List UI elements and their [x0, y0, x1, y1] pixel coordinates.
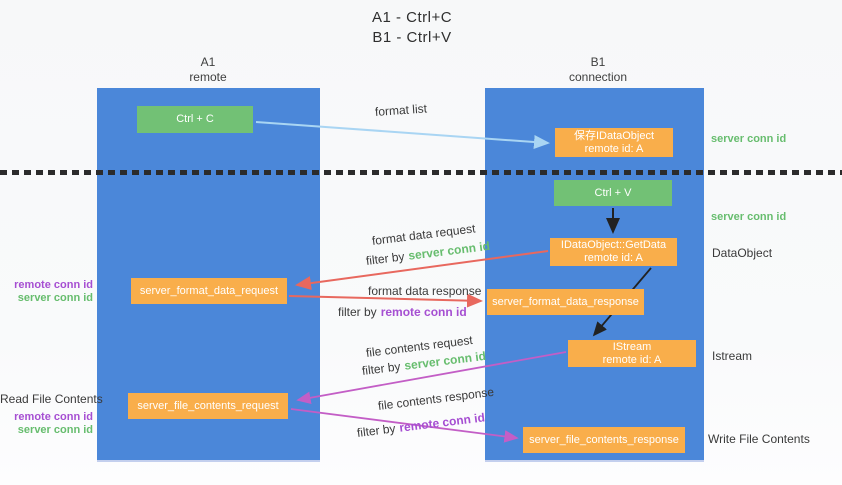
node-server-file-contents-response: server_file_contents_response: [523, 427, 685, 453]
node-save-idataobject: 保存IDataObject remote id: A: [555, 128, 673, 157]
node-server-file-contents-request: server_file_contents_request: [128, 393, 288, 419]
node-save-idataobject-line1: 保存IDataObject: [573, 129, 655, 142]
remote-conn-id-text: remote conn id: [398, 410, 486, 435]
node-server-format-data-request: server_format_data_request: [131, 278, 287, 304]
filter-by-text: filter by: [361, 359, 402, 378]
node-istream: IStream remote id: A: [568, 340, 696, 367]
label-format-list: format list: [374, 101, 428, 119]
right-column-header: B1 connection: [528, 55, 668, 85]
label-server-conn-id-mid: server conn id: [711, 211, 787, 223]
node-server-format-data-response: server_format_data_response: [487, 289, 644, 315]
right-column-role: connection: [568, 70, 628, 84]
label-file-contents-response: file contents response: [377, 384, 495, 413]
filter-by-text: filter by: [365, 249, 406, 268]
node-save-idataobject-line2: remote id: A: [584, 142, 644, 155]
left-column-header: A1 remote: [138, 55, 278, 85]
label-write-file-contents: Write File Contents: [708, 432, 810, 446]
node-istream-line1: IStream: [612, 340, 652, 353]
session-separator-dashed-line: [0, 170, 842, 175]
filter-by-text: filter by: [338, 305, 377, 319]
node-idataobject-getdata-line1: IDataObject::GetData: [560, 239, 667, 251]
label-remote-conn-id-format: remote conn id: [14, 279, 93, 291]
label-server-conn-id-file: server conn id: [17, 424, 93, 436]
server-conn-id-text: server conn id: [407, 238, 491, 263]
label-format-data-response: format data response: [368, 284, 482, 298]
node-idataobject-getdata-line2: remote id: A: [584, 252, 643, 264]
label-dataobject: DataObject: [712, 246, 773, 260]
left-column-name: A1: [200, 55, 216, 69]
label-stack-format-ids: remote conn id server conn id: [0, 279, 93, 305]
node-idataobject-getdata: IDataObject::GetData remote id: A: [550, 238, 677, 266]
title-line-a1: A1 - Ctrl+C: [371, 9, 453, 26]
node-ctrl-v: Ctrl + V: [554, 180, 672, 206]
title-line-b1: B1 - Ctrl+V: [372, 29, 452, 46]
diagram-title: A1 - Ctrl+C B1 - Ctrl+V: [312, 8, 512, 48]
label-server-conn-id-format: server conn id: [17, 292, 93, 304]
remote-conn-id-text: remote conn id: [380, 305, 467, 319]
label-istream: Istream: [712, 349, 753, 363]
filter-by-text: filter by: [356, 421, 397, 440]
label-server-conn-id-top: server conn id: [711, 133, 787, 145]
node-ctrl-c: Ctrl + C: [137, 106, 253, 133]
node-istream-line2: remote id: A: [602, 353, 662, 366]
right-column-name: B1: [590, 55, 606, 69]
left-column-role: remote: [189, 70, 227, 84]
label-stack-file-ids: remote conn id server conn id: [0, 411, 93, 437]
label-remote-conn-id-file: remote conn id: [14, 411, 93, 423]
label-read-file-contents: Read File Contents: [0, 392, 103, 406]
